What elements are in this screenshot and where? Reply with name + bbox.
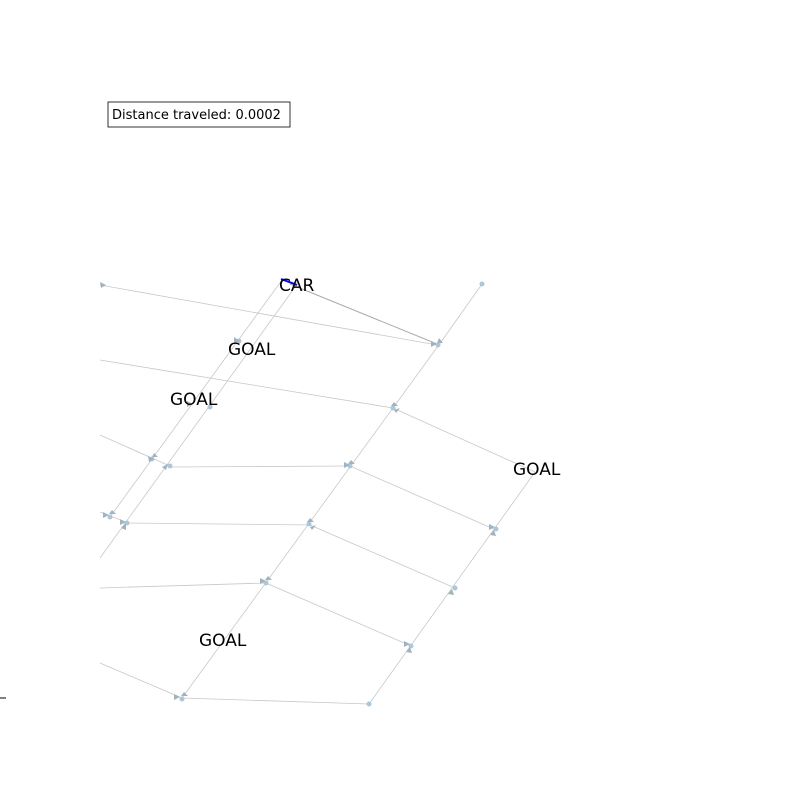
goal-label: GOAL bbox=[513, 460, 561, 480]
road-edge bbox=[109, 279, 283, 518]
direction-arrow bbox=[307, 518, 314, 522]
road-edge bbox=[392, 407, 536, 473]
direction-arrow bbox=[181, 692, 188, 696]
direction-arrow bbox=[174, 694, 180, 700]
road-edge bbox=[99, 434, 173, 468]
intersection-node bbox=[408, 643, 414, 649]
road-edge bbox=[99, 282, 299, 559]
intersection-node bbox=[107, 514, 113, 520]
car-label: CAR bbox=[279, 276, 314, 296]
direction-arrow bbox=[310, 525, 316, 530]
intersection-node bbox=[435, 342, 441, 348]
direction-arrow bbox=[109, 510, 116, 514]
road-edge bbox=[181, 697, 370, 705]
direction-arrow bbox=[404, 641, 410, 647]
intersection-node bbox=[366, 701, 372, 707]
distance-readout-box bbox=[107, 101, 291, 128]
goal-label: GOAL bbox=[228, 340, 276, 360]
road-edge bbox=[127, 522, 311, 526]
road-edge bbox=[440, 283, 483, 343]
intersection-node bbox=[179, 696, 185, 702]
goal-label: GOAL bbox=[199, 631, 247, 651]
direction-arrow bbox=[265, 576, 272, 580]
intersection-node bbox=[167, 463, 173, 469]
direction-arrow bbox=[344, 462, 350, 468]
direction-arrow bbox=[234, 337, 240, 343]
road-edge bbox=[349, 465, 497, 531]
direction-arrow bbox=[162, 464, 168, 470]
direction-arrow bbox=[148, 456, 154, 462]
intersection-node bbox=[493, 526, 499, 532]
intersection-node bbox=[479, 281, 485, 287]
road-edge bbox=[99, 582, 267, 589]
direction-arrow bbox=[187, 401, 193, 407]
direction-arrows bbox=[100, 282, 496, 700]
direction-arrow bbox=[121, 523, 126, 530]
direction-arrow bbox=[260, 578, 266, 584]
direction-arrow bbox=[120, 519, 126, 525]
direction-arrow bbox=[100, 282, 106, 288]
intersection-nodes bbox=[107, 281, 499, 707]
direction-arrow bbox=[103, 512, 109, 518]
direction-arrow bbox=[394, 408, 400, 413]
road-edge bbox=[99, 284, 438, 346]
intersection-node bbox=[207, 404, 213, 410]
distance-readout-text: Distance traveled: 0.0002 bbox=[112, 108, 281, 123]
intersection-node bbox=[390, 405, 396, 411]
direction-arrow bbox=[431, 341, 437, 347]
direction-arrow bbox=[406, 647, 412, 653]
goal-label: GOAL bbox=[170, 390, 218, 410]
road-edge bbox=[309, 524, 456, 589]
direction-arrow bbox=[152, 453, 158, 457]
intersection-node bbox=[263, 580, 269, 586]
road-edge bbox=[368, 471, 536, 705]
car-route-edge bbox=[289, 283, 438, 345]
direction-arrow bbox=[490, 530, 496, 536]
direction-arrow bbox=[437, 338, 443, 343]
direction-arrow bbox=[489, 524, 495, 530]
direction-arrow bbox=[391, 402, 398, 406]
road-edges-north bbox=[99, 279, 536, 705]
road-edge bbox=[99, 662, 183, 699]
intersection-node bbox=[306, 521, 312, 527]
road-edge bbox=[171, 465, 351, 468]
distance-readout: Distance traveled: 0.0002 bbox=[107, 101, 291, 128]
road-edges-east bbox=[99, 284, 536, 705]
road-edge bbox=[99, 359, 394, 409]
direction-arrow bbox=[448, 589, 454, 595]
road-edge bbox=[265, 582, 412, 647]
car-marker bbox=[280, 278, 298, 286]
direction-arrow bbox=[348, 460, 355, 464]
intersection-node bbox=[452, 585, 458, 591]
